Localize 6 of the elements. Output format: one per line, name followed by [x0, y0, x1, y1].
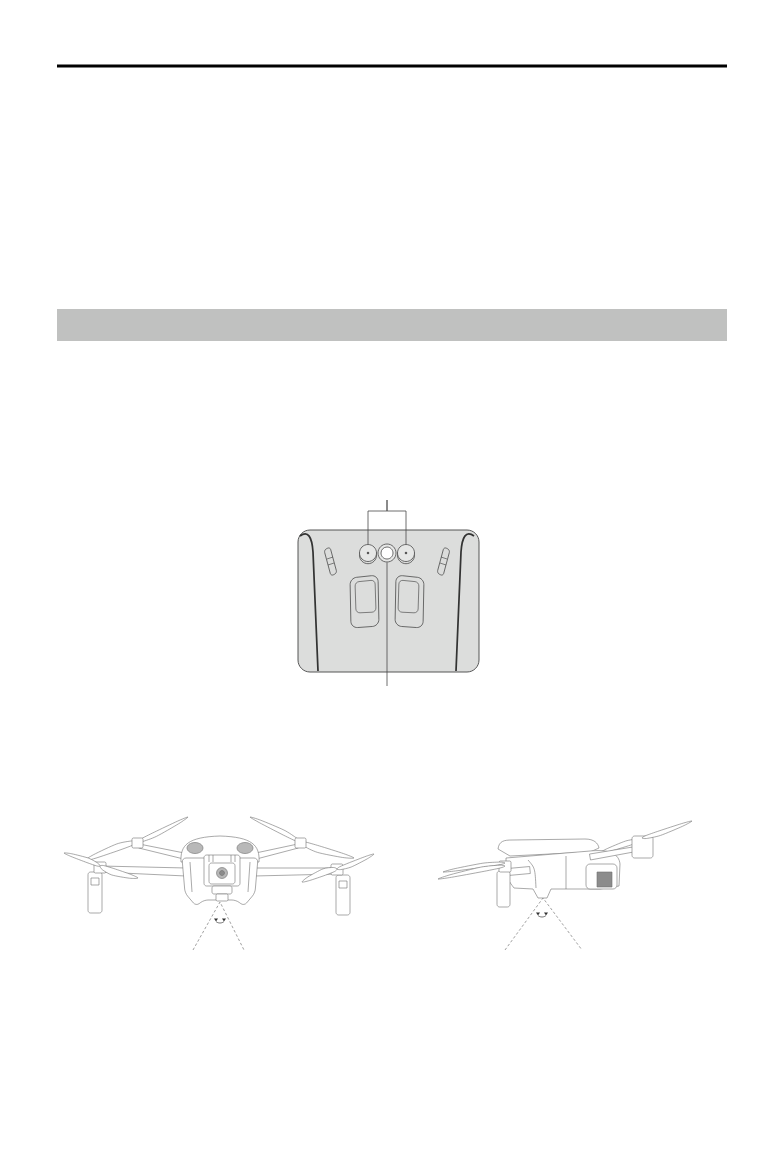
- leader-line: [386, 562, 388, 687]
- leader-line: [386, 499, 407, 545]
- section-bar: [57, 309, 727, 341]
- sensor-lens: [359, 544, 377, 565]
- sensor-lens: [397, 544, 415, 565]
- sensor-lens: [377, 543, 397, 563]
